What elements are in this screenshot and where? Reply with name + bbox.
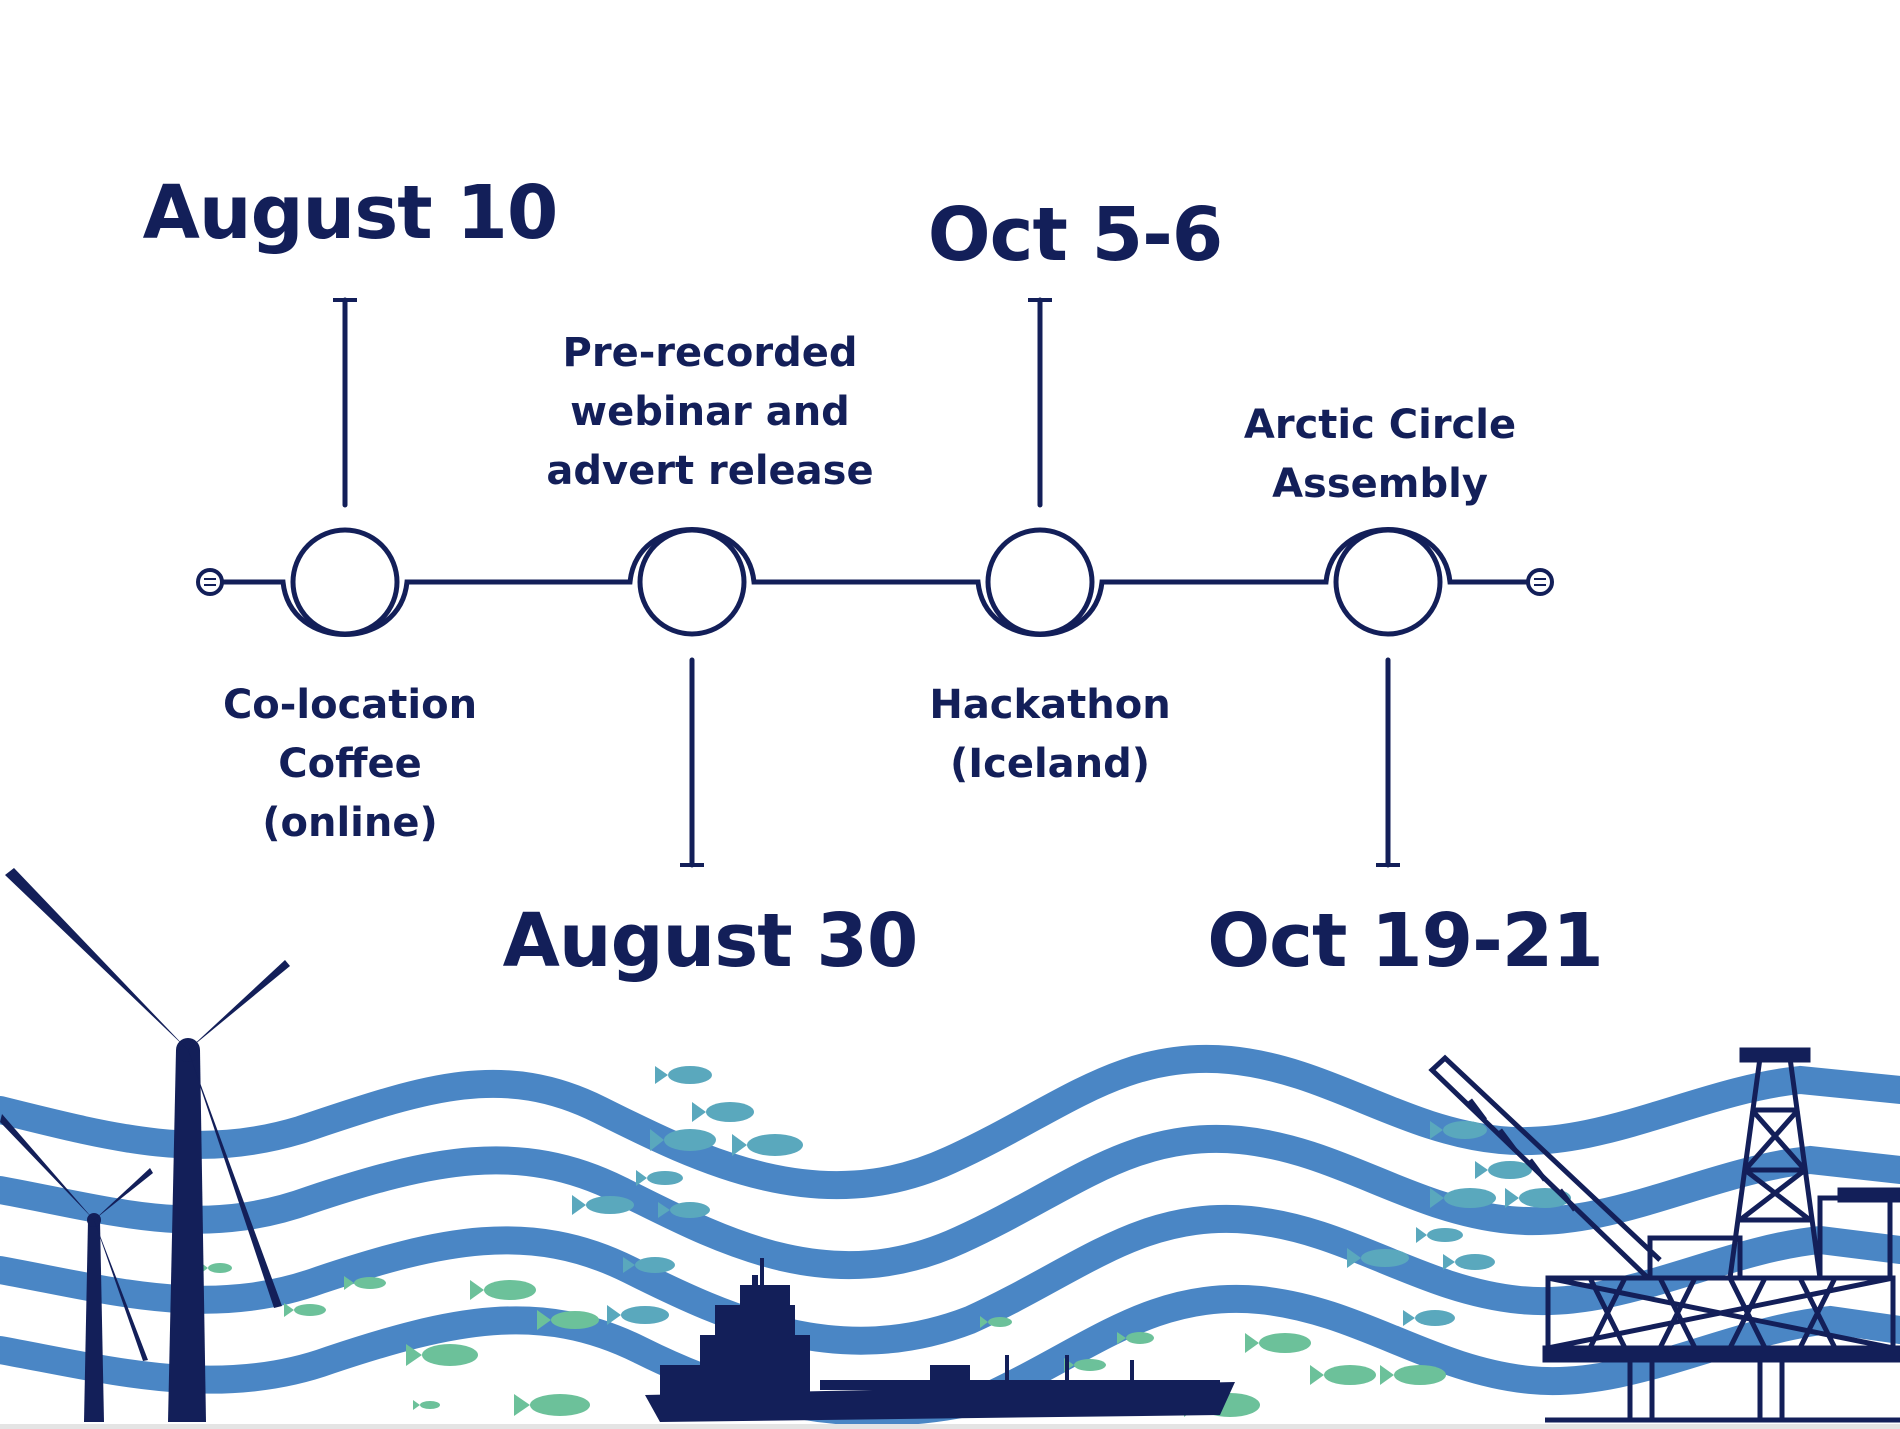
event-1-label-line: Co-location: [222, 682, 478, 728]
event-2-label-line: webinar and: [570, 389, 850, 435]
event-1-label-line: (online): [262, 800, 438, 846]
event-3-node: [985, 527, 1095, 637]
event-2-label: Pre-recorded webinar and advert release: [546, 324, 873, 501]
event-3-date: Oct 5-6: [927, 192, 1224, 278]
fish-school: [200, 1066, 1571, 1417]
event-4-node: [1333, 527, 1443, 637]
event-3-label-line: Hackathon: [929, 682, 1171, 728]
wind-turbines: [0, 868, 290, 1422]
tanker-ship: [645, 1258, 1235, 1422]
event-1-node: [290, 527, 400, 637]
timeline-line: [207, 527, 1543, 637]
timeline-start-cap: [196, 568, 224, 596]
event-4-label: Arctic Circle Assembly: [1244, 396, 1516, 514]
event-1-label-line: Coffee: [278, 741, 422, 787]
event-2-node: [637, 527, 747, 637]
event-2-date: August 30: [502, 898, 919, 984]
event-3-label: Hackathon (Iceland): [929, 676, 1170, 794]
event-4-label-line: Arctic Circle: [1243, 402, 1517, 448]
event-4-date: Oct 19-21: [1207, 898, 1604, 984]
event-2-label-line: advert release: [546, 448, 874, 494]
event-2-label-line: Pre-recorded: [562, 330, 858, 376]
event-3-label-line: (Iceland): [949, 741, 1151, 787]
event-1-label: Co-location Coffee (online): [223, 676, 477, 853]
timeline-end-cap: [1526, 568, 1554, 596]
event-1-date: August 10: [142, 170, 559, 256]
event-4-label-line: Assembly: [1272, 461, 1488, 507]
offshore-oil-rig: [1428, 1047, 1900, 1423]
